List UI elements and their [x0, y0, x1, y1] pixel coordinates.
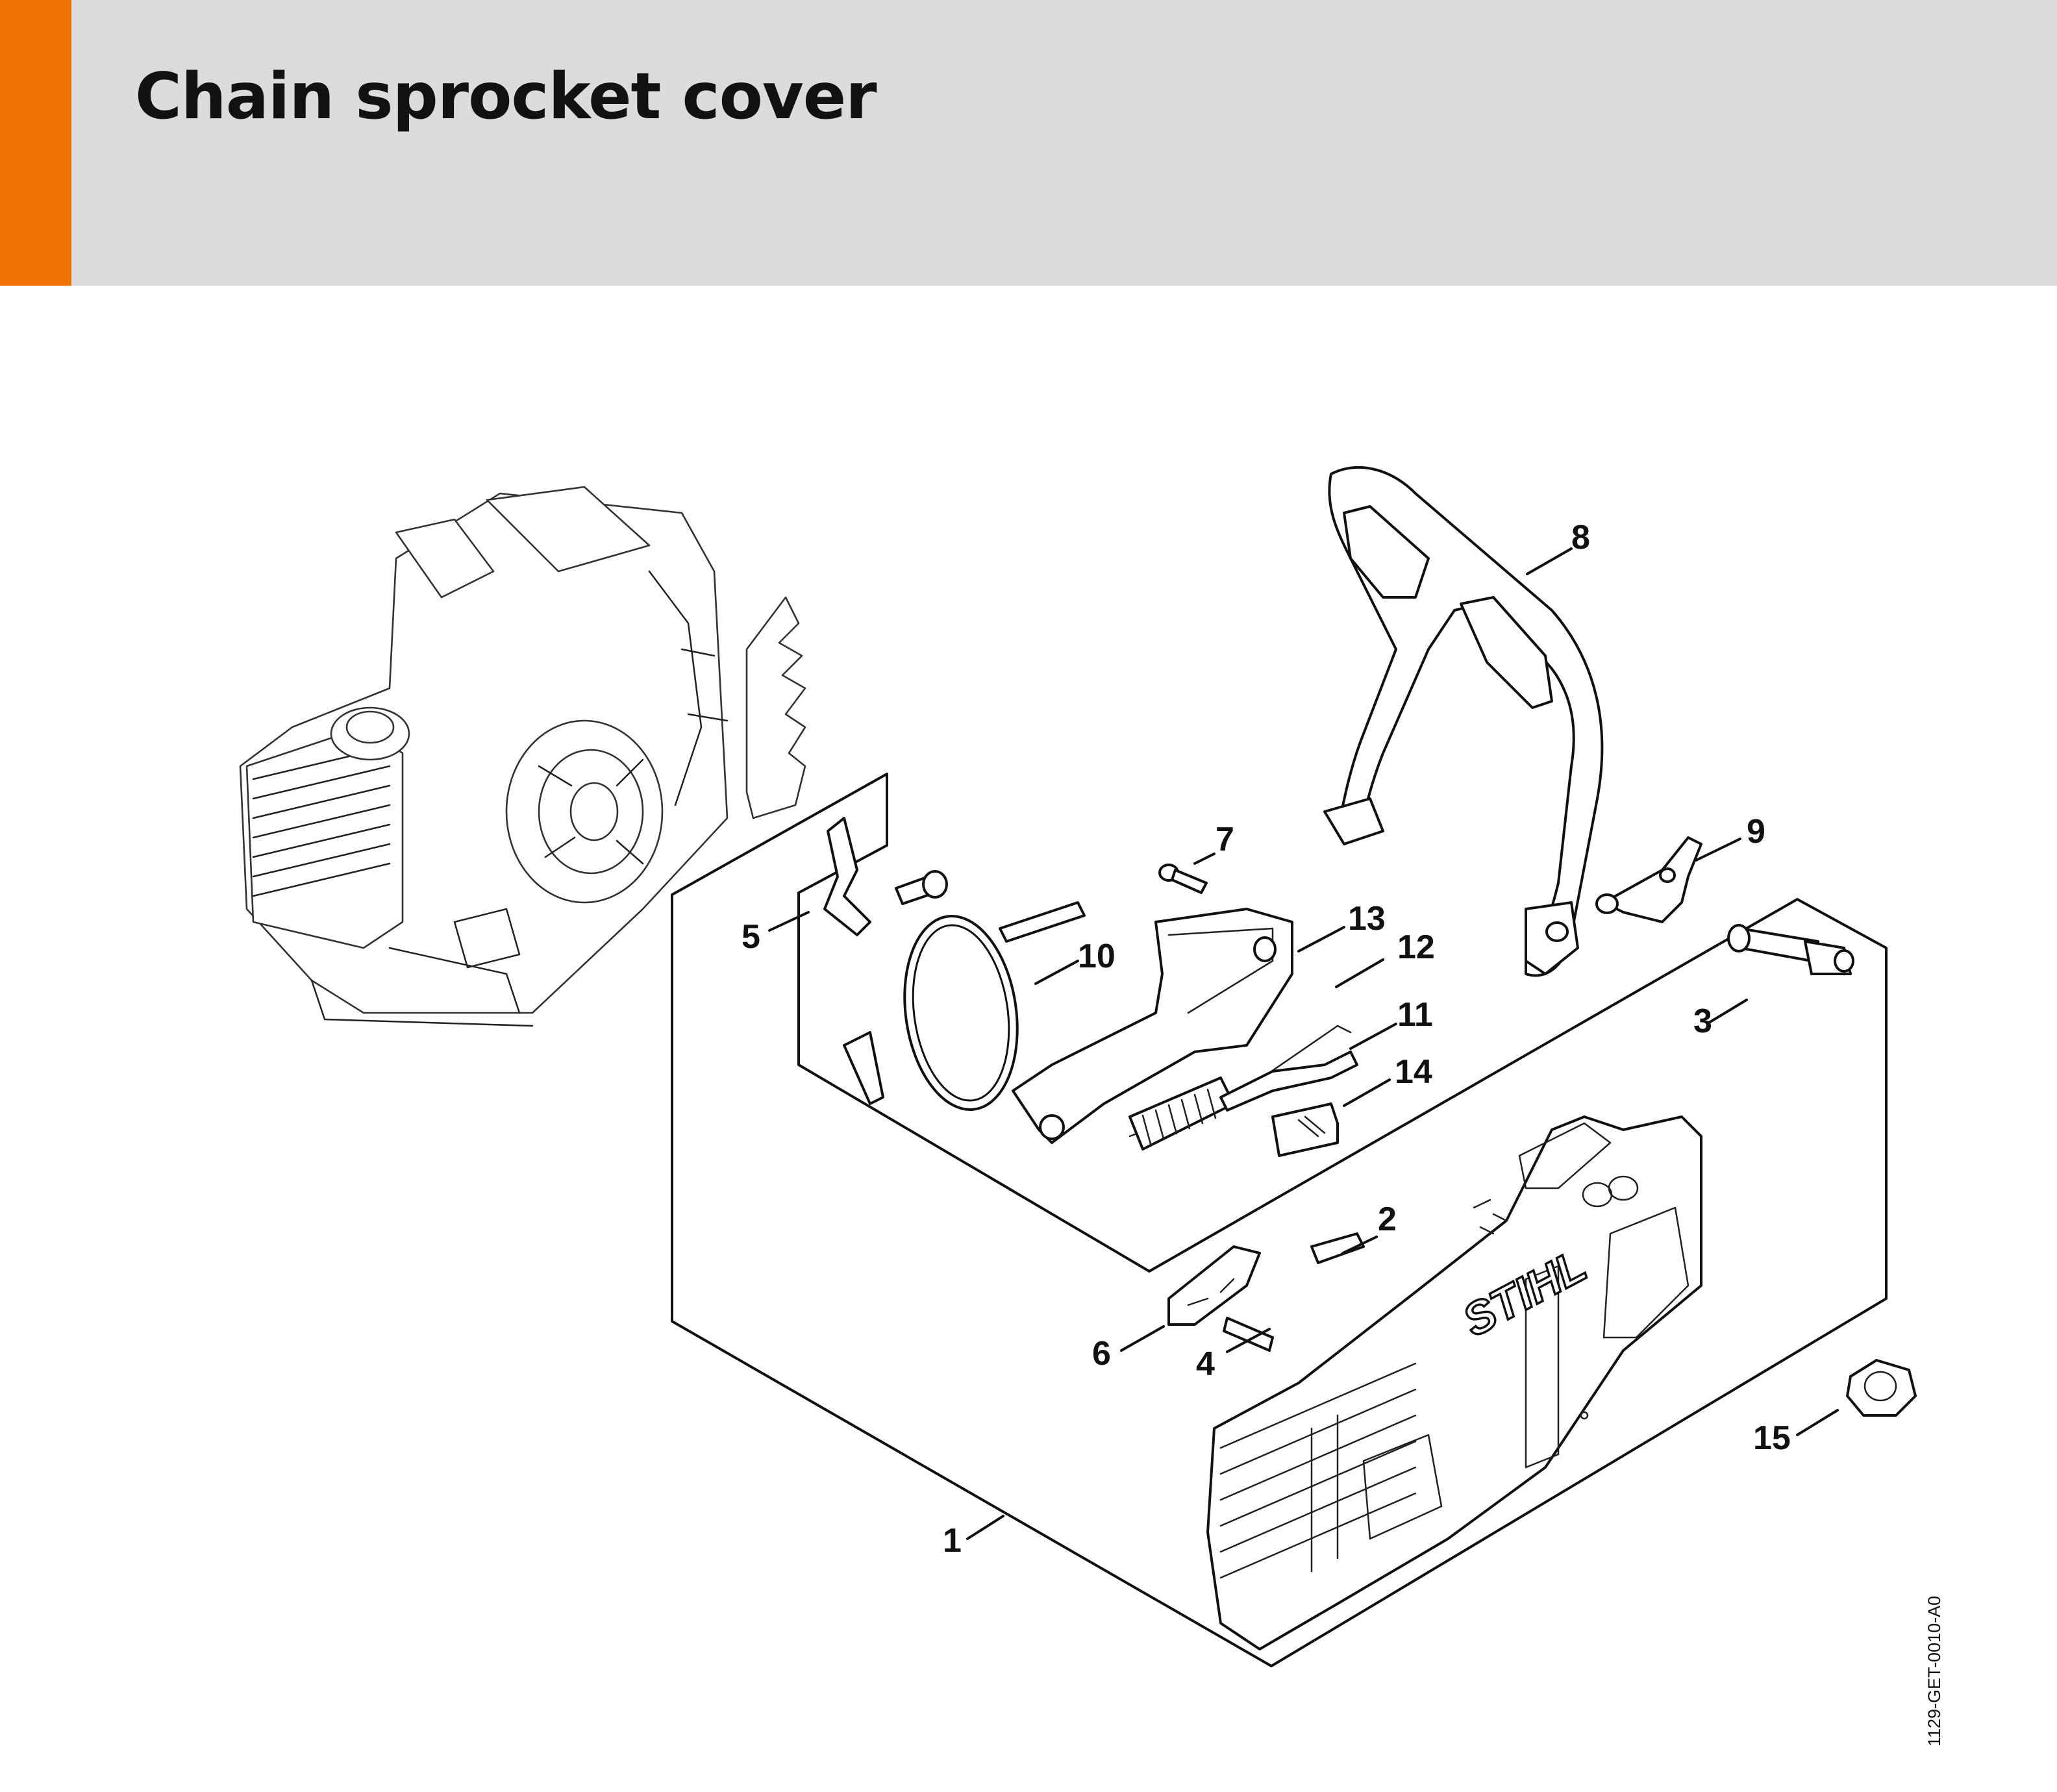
nut-part	[1846, 1359, 1917, 1417]
slider-part	[1271, 1102, 1339, 1157]
callout-8: 8	[1571, 519, 1590, 556]
header-accent-bar	[0, 0, 71, 286]
hand-guard-part	[1323, 466, 1604, 977]
callout-4: 4	[1196, 1345, 1215, 1383]
callout-9: 9	[1747, 813, 1765, 851]
bolt-part	[895, 870, 948, 905]
callout-7: 7	[1216, 821, 1234, 858]
callout-12: 12	[1397, 928, 1435, 966]
callout-6: 6	[1092, 1335, 1111, 1373]
spring-clip-part	[823, 817, 871, 936]
screw-part	[1158, 864, 1208, 894]
bumper-spike	[745, 596, 806, 819]
page-header	[0, 0, 2057, 286]
chain-sprocket-cover-part: STIHL	[1206, 1115, 1702, 1650]
chain-catcher-part	[1167, 1245, 1261, 1326]
callout-5: 5	[742, 918, 760, 956]
callout-15: 15	[1753, 1419, 1791, 1457]
callout-11: 11	[1397, 996, 1433, 1034]
brake-lever-part	[1012, 908, 1293, 1144]
assembly-outline	[671, 773, 1888, 1667]
leaf-spring-part	[1219, 1051, 1358, 1112]
callout-14: 14	[1395, 1053, 1432, 1091]
callout-1: 1	[943, 1522, 962, 1560]
callouts: 8 9 3 5 10 7 13 12 11 14 2 4 6 1 15	[742, 519, 1791, 1560]
tensioner-screw-part	[1727, 924, 1854, 975]
reference-code: 1129-GET-0010-A0	[1925, 1596, 1944, 1747]
lever-part	[1595, 836, 1702, 923]
callout-13: 13	[1348, 900, 1386, 938]
callout-10: 10	[1078, 938, 1116, 975]
callout-2: 2	[1378, 1201, 1397, 1238]
brake-band-part	[843, 901, 1086, 1112]
leader-lines	[768, 547, 1839, 1540]
page-title: Chain sprocket cover	[135, 60, 877, 134]
pin-part-4	[1223, 1317, 1274, 1352]
engine-block	[239, 486, 729, 1027]
callout-3: 3	[1693, 1002, 1712, 1040]
pin-part	[1310, 1232, 1365, 1264]
